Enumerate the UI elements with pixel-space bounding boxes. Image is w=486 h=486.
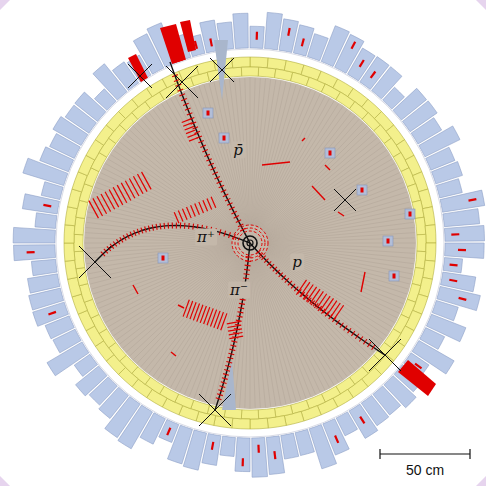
vertex xyxy=(232,225,268,261)
hit-stub xyxy=(312,186,325,200)
corner-mark xyxy=(0,0,10,10)
hit-stub xyxy=(262,162,290,165)
hit-stub xyxy=(171,352,176,356)
hit-stub xyxy=(302,138,305,141)
energy-deposit xyxy=(398,360,436,396)
hit-box xyxy=(158,253,168,263)
wedge xyxy=(214,40,228,100)
hit-box xyxy=(389,271,399,281)
calorimeter-blocks xyxy=(13,12,485,477)
particle-label: p xyxy=(290,254,304,271)
hit-box xyxy=(203,108,213,118)
cross-markers xyxy=(79,58,401,426)
energy-deposit xyxy=(180,20,196,52)
tracking-chamber xyxy=(84,77,416,409)
wire-texture xyxy=(85,78,415,408)
scintillator-ring xyxy=(64,57,436,429)
scale-label: 50 cm xyxy=(404,462,446,478)
energy-deposit xyxy=(160,24,186,64)
wedge xyxy=(222,360,236,410)
hit-box xyxy=(383,236,393,246)
scale-bar xyxy=(380,449,470,459)
hit-stub xyxy=(325,165,330,170)
hit-clusters xyxy=(89,119,344,339)
hit-box xyxy=(357,185,367,195)
hit-box xyxy=(325,148,335,158)
hit-box xyxy=(405,209,415,219)
hit-stub xyxy=(361,272,365,292)
hit-stub xyxy=(178,305,184,308)
hit-stub xyxy=(338,212,344,216)
corner-mark xyxy=(0,476,10,486)
corner-mark xyxy=(476,0,486,10)
hit-stub xyxy=(133,285,138,294)
gap-ring xyxy=(56,49,444,437)
particle-label: π⁻ xyxy=(228,282,250,299)
corner-mark xyxy=(476,476,486,486)
particle-label: π⁺ xyxy=(195,229,217,246)
hit-box xyxy=(219,133,229,143)
particle-tracks xyxy=(95,62,385,410)
particle-label: p̄ xyxy=(231,142,245,159)
